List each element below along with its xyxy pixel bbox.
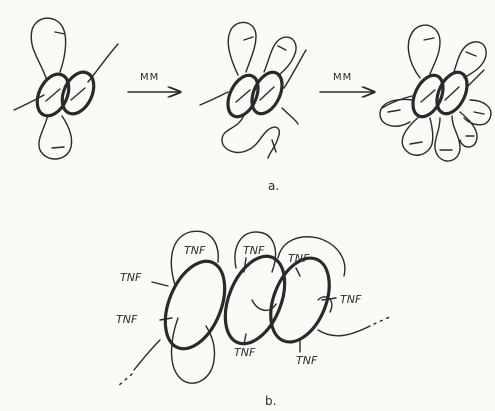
arrow-label: MM: [333, 72, 352, 83]
tnf-label: TNF: [296, 354, 318, 367]
tnf-label: TNF: [234, 346, 256, 359]
upper-loop-left: [171, 231, 218, 285]
stage-3-structure: [380, 25, 491, 161]
stage-2-structure: [200, 22, 306, 158]
mm-arrow-1: MM: [128, 72, 180, 92]
leader-line: [160, 318, 172, 320]
nucleosome-core-middle: [214, 248, 297, 353]
dna-right-tail: [318, 326, 370, 336]
tnf-label: TNF: [120, 271, 142, 284]
leader-line: [322, 298, 336, 300]
stage-1-structure: [14, 18, 118, 159]
tnf-label: TNF: [116, 313, 138, 326]
dna-left-dots: [118, 374, 132, 386]
tnf-label: TNF: [340, 293, 362, 306]
panel-b: TNF TNF TNF TNF TNF TNF TNF TNF b.: [116, 231, 392, 408]
panel-a-label: a.: [268, 179, 279, 193]
tnf-label: TNF: [184, 244, 206, 257]
leader-line: [244, 258, 246, 272]
panel-a: MM MM: [14, 18, 491, 193]
mm-arrow-2: MM: [320, 72, 374, 92]
dna-left-tail: [134, 340, 160, 370]
tnf-label: TNF: [288, 252, 310, 265]
nucleosome-core-left: [154, 253, 237, 358]
leader-line: [152, 282, 168, 286]
tnf-label: TNF: [243, 244, 265, 257]
arrow-label: MM: [140, 72, 159, 83]
leader-line: [296, 268, 300, 276]
panel-b-label: b.: [265, 394, 276, 408]
dna-right-dots: [374, 316, 392, 324]
lower-loop-left: [172, 318, 215, 383]
